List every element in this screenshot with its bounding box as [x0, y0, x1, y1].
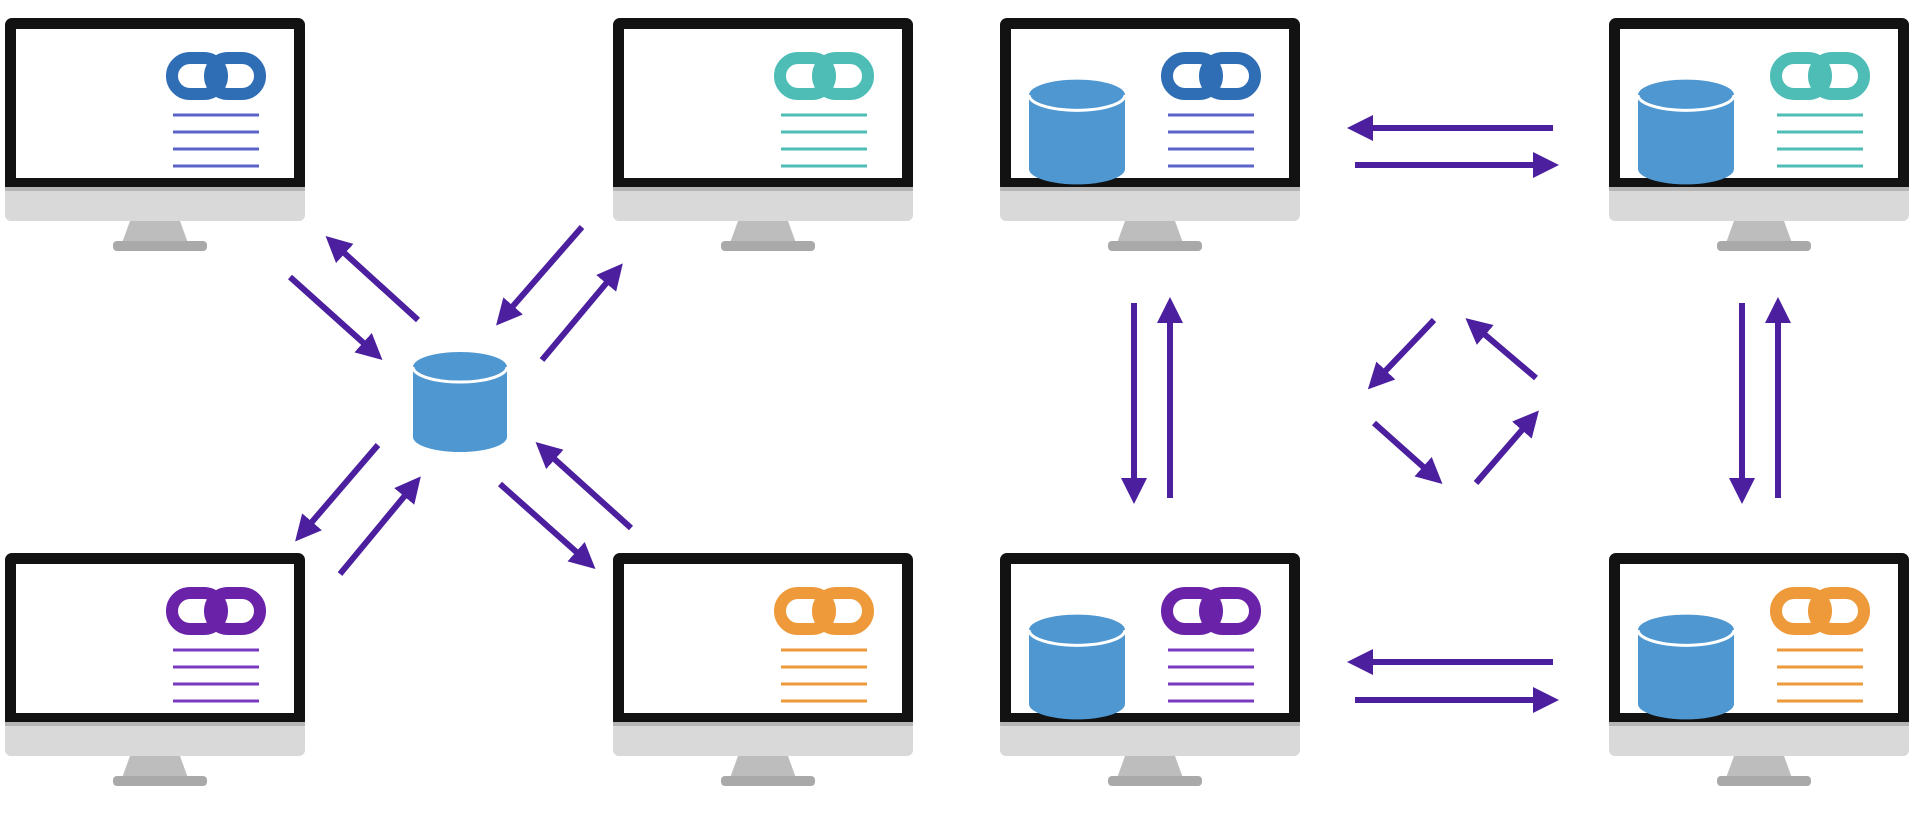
- monitor-stand: [1117, 221, 1183, 243]
- monitor-base: [1108, 241, 1202, 251]
- monitor-centralized-top-right: [613, 18, 913, 251]
- arrow-peer: [1372, 420, 1443, 484]
- arrow-from-hub: [539, 263, 623, 362]
- arrow-peer: [1367, 317, 1437, 390]
- link-icon: [166, 587, 266, 635]
- monitor-base: [721, 241, 815, 251]
- link-icon: [1161, 587, 1261, 635]
- monitor-base: [113, 776, 207, 786]
- monitor-chin: [613, 722, 913, 756]
- document-lines: [1168, 648, 1254, 703]
- monitor-centralized-top-left: [5, 18, 305, 251]
- monitor-stand: [730, 756, 796, 778]
- document-lines: [1777, 648, 1863, 703]
- monitor-chin: [1000, 187, 1300, 221]
- link-icon: [1770, 52, 1870, 100]
- link-icon: [1161, 52, 1261, 100]
- document-lines: [1168, 113, 1254, 168]
- arrow-from-hub: [325, 235, 421, 323]
- monitor-stand: [1117, 756, 1183, 778]
- monitor-chin: [1609, 722, 1909, 756]
- arrow-to-hub: [287, 274, 383, 361]
- monitor-base: [1717, 241, 1811, 251]
- monitor-screen: [624, 29, 902, 178]
- link-icon: [774, 587, 874, 635]
- monitor-screen: [16, 564, 294, 713]
- monitor-stand: [730, 221, 796, 243]
- arrow-from-hub: [295, 443, 381, 542]
- database-icon: [1636, 79, 1736, 185]
- monitor-screen: [624, 564, 902, 713]
- monitor-stand: [1726, 756, 1792, 778]
- monitor-stand: [122, 756, 188, 778]
- document-lines: [1777, 113, 1863, 168]
- monitor-chin: [5, 187, 305, 221]
- link-icon: [1770, 587, 1870, 635]
- arrows-layer: [287, 115, 1791, 713]
- monitor-stand: [1726, 221, 1792, 243]
- monitor-chin: [1000, 722, 1300, 756]
- document-lines: [173, 648, 259, 703]
- monitor-base: [113, 241, 207, 251]
- monitor-chin: [613, 187, 913, 221]
- monitor-base: [1108, 776, 1202, 786]
- monitor-decentralized-bottom-left: [1000, 553, 1300, 786]
- arrow-to-hub: [337, 476, 421, 576]
- monitor-decentralized-bottom-right: [1609, 553, 1909, 786]
- document-lines: [173, 113, 259, 168]
- monitors-layer: [5, 18, 1909, 786]
- hub-layer: [411, 351, 509, 453]
- arrow-peer: [1465, 318, 1538, 381]
- monitor-stand: [122, 221, 188, 243]
- monitor-centralized-bottom-right: [613, 553, 913, 786]
- arrow-peer: [1473, 410, 1539, 485]
- monitor-chin: [5, 722, 305, 756]
- monitor-decentralized-top-left: [1000, 18, 1300, 251]
- monitor-chin: [1609, 187, 1909, 221]
- arrow-to-hub: [535, 441, 634, 531]
- monitor-base: [721, 776, 815, 786]
- arrow-to-hub: [496, 225, 585, 326]
- monitor-centralized-bottom-left: [5, 553, 305, 786]
- database-icon: [1636, 614, 1736, 720]
- link-icon: [774, 52, 874, 100]
- monitor-decentralized-top-right: [1609, 18, 1909, 251]
- monitor-screen: [16, 29, 294, 178]
- monitor-base: [1717, 776, 1811, 786]
- arrow-from-hub: [498, 481, 596, 569]
- database-icon: [1027, 79, 1127, 185]
- link-icon: [166, 52, 266, 100]
- database-icon: [1027, 614, 1127, 720]
- document-lines: [781, 113, 867, 168]
- document-lines: [781, 648, 867, 703]
- hub-database-icon: [411, 351, 509, 453]
